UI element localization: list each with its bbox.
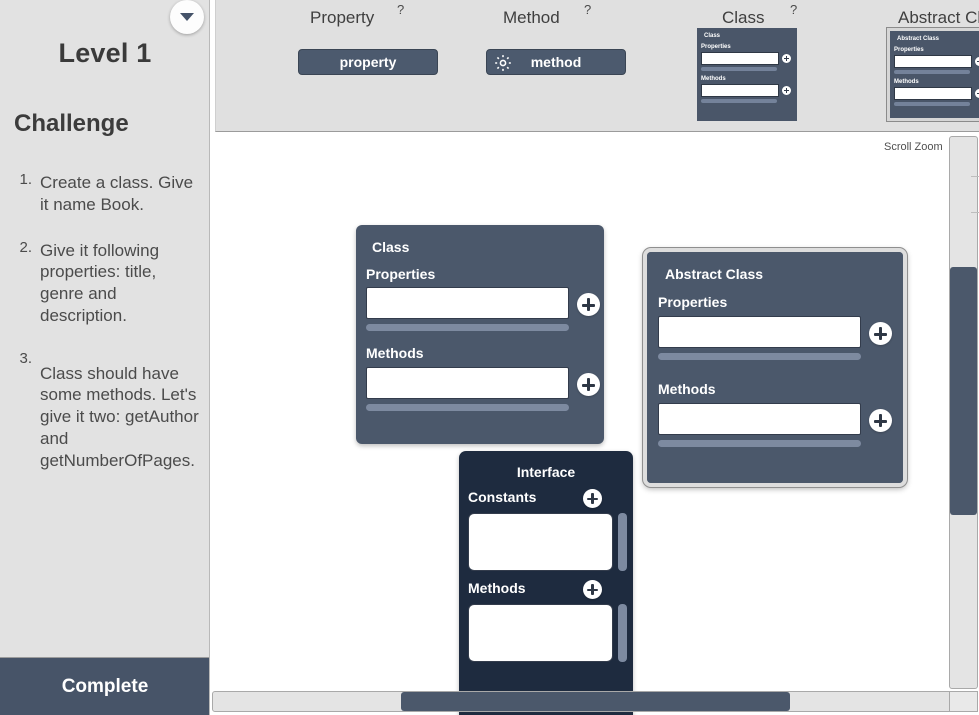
palette-mini-class-title: Class — [704, 33, 721, 39]
node-class-properties-input[interactable] — [366, 287, 569, 319]
challenge-list: 1. Create a class. Give it name Book. 2.… — [0, 171, 209, 495]
horizontal-scrollbar[interactable] — [212, 691, 969, 712]
scroll-tick — [971, 176, 979, 177]
challenge-number: 1. — [19, 171, 32, 188]
node-class-methods-label: Methods — [366, 345, 424, 361]
palette-mini-abstract-properties-scroll — [894, 70, 970, 74]
challenge-text: Give it following properties: title, gen… — [40, 240, 160, 325]
plus-icon — [975, 89, 979, 98]
plus-icon[interactable] — [583, 489, 602, 508]
node-interface-constants-label: Constants — [468, 489, 537, 505]
palette-item-method[interactable]: method — [486, 49, 626, 75]
node-class-methods-input[interactable] — [366, 367, 569, 399]
diagram-canvas[interactable]: Scroll Zoom Class Properties Methods Abs… — [211, 133, 979, 715]
palette-item-property-label: property — [339, 54, 397, 70]
node-abstract-class-title: Abstract Class — [665, 266, 764, 282]
node-abstract-class-methods-label: Methods — [658, 381, 716, 397]
palette-mini-class-properties-scroll — [701, 67, 777, 71]
scroll-zoom-hint: Scroll Zoom — [884, 141, 943, 153]
palette-mini-abstract-methods-row — [894, 87, 979, 100]
node-interface-methods-input[interactable] — [468, 604, 613, 662]
palette-mini-abstract-properties-label: Properties — [894, 47, 924, 53]
element-palette-toolbar: Property ? property Method ? method Clas… — [215, 0, 979, 132]
scroll-tick — [971, 212, 979, 213]
plus-icon[interactable] — [577, 373, 600, 396]
node-class-methods-scrollbar[interactable] — [366, 404, 569, 411]
palette-mini-abstract-methods-input — [894, 87, 972, 100]
node-abstract-class-methods-scrollbar[interactable] — [658, 440, 861, 447]
plus-icon — [782, 54, 791, 63]
palette-item-class[interactable]: Class Properties Methods — [697, 28, 797, 121]
palette-mini-class-properties-input — [701, 52, 779, 65]
challenge-text: Class should have some methods. Let's gi… — [40, 363, 199, 470]
vertical-scrollbar-thumb[interactable] — [950, 267, 977, 515]
complete-button[interactable]: Complete — [0, 657, 209, 715]
palette-item-method-label: method — [530, 54, 582, 70]
list-item: 1. Create a class. Give it name Book. — [0, 171, 209, 216]
plus-icon — [975, 57, 979, 66]
node-class-title: Class — [372, 239, 410, 255]
node-abstract-class[interactable]: Abstract Class Properties Methods — [643, 248, 907, 487]
challenge-number: 2. — [19, 238, 32, 256]
plus-icon[interactable] — [577, 293, 600, 316]
challenge-text: Create a class. Give it name Book. — [40, 173, 194, 214]
chevron-down-icon[interactable] — [170, 0, 204, 34]
node-interface-constants-scrollbar[interactable] — [618, 513, 627, 571]
help-icon-class[interactable]: ? — [790, 2, 798, 17]
node-abstract-class-properties-input[interactable] — [658, 316, 861, 348]
gear-icon — [493, 53, 513, 76]
node-class-properties-label: Properties — [366, 266, 436, 282]
list-item: 2. Give it following properties: title, … — [0, 238, 209, 327]
palette-label-class: Class — [722, 8, 765, 27]
node-abstract-class-methods-input[interactable] — [658, 403, 861, 435]
chevron-down-glyph — [180, 13, 194, 21]
palette-mini-abstract-methods-scroll — [894, 102, 970, 106]
list-item: 3. Class should have some methods. Let's… — [0, 349, 209, 472]
node-interface[interactable]: Interface Constants Methods — [459, 451, 633, 715]
node-abstract-class-properties-scrollbar[interactable] — [658, 353, 861, 360]
level-title: Level 1 — [58, 38, 152, 68]
node-interface-methods-scrollbar[interactable] — [618, 604, 627, 662]
palette-label-property: Property — [310, 8, 375, 27]
palette-label-method: Method — [503, 8, 560, 27]
node-interface-methods-label: Methods — [468, 580, 526, 596]
plus-icon — [782, 86, 791, 95]
palette-mini-abstract-properties-row — [894, 55, 979, 68]
palette-mini-class-methods-scroll — [701, 99, 777, 103]
node-abstract-class-properties-label: Properties — [658, 294, 728, 310]
palette-mini-class-methods-input — [701, 84, 779, 97]
palette-mini-abstract-methods-label: Methods — [894, 79, 919, 85]
help-icon-method[interactable]: ? — [584, 2, 592, 17]
palette-label-abstract-class: Abstract Class — [898, 8, 979, 27]
palette-group-property: Property ? property — [282, 0, 482, 131]
palette-group-abstract-class: Abstract Class ? Abstract Class Properti… — [852, 0, 979, 131]
palette-mini-class-methods-row — [701, 84, 797, 97]
node-interface-title: Interface — [516, 464, 576, 480]
palette-mini-class-methods-label: Methods — [701, 76, 726, 82]
node-interface-constants-input[interactable] — [468, 513, 613, 571]
help-icon-property[interactable]: ? — [397, 2, 405, 17]
node-class[interactable]: Class Properties Methods — [356, 225, 604, 444]
palette-group-class: Class ? Class Properties Methods — [662, 0, 862, 131]
challenge-number: 3. — [19, 349, 32, 367]
vertical-scrollbar[interactable] — [949, 136, 978, 689]
node-class-properties-scrollbar[interactable] — [366, 324, 569, 331]
challenge-heading: Challenge — [14, 110, 129, 137]
palette-mini-abstract-title: Abstract Class — [897, 36, 940, 42]
plus-icon[interactable] — [583, 580, 602, 599]
palette-item-abstract-class[interactable]: Abstract Class Properties Methods — [887, 28, 979, 121]
horizontal-scrollbar-thumb[interactable] — [401, 692, 790, 711]
challenge-sidebar: Level 1 Challenge 1. Create a class. Giv… — [0, 0, 210, 715]
palette-group-method: Method ? method — [472, 0, 672, 131]
palette-item-property[interactable]: property — [298, 49, 438, 75]
palette-mini-class-properties-row — [701, 52, 797, 65]
palette-mini-abstract-properties-input — [894, 55, 972, 68]
scrollbar-corner — [949, 691, 978, 712]
plus-icon[interactable] — [869, 409, 892, 432]
plus-icon[interactable] — [869, 322, 892, 345]
palette-mini-class-properties-label: Properties — [701, 44, 731, 50]
